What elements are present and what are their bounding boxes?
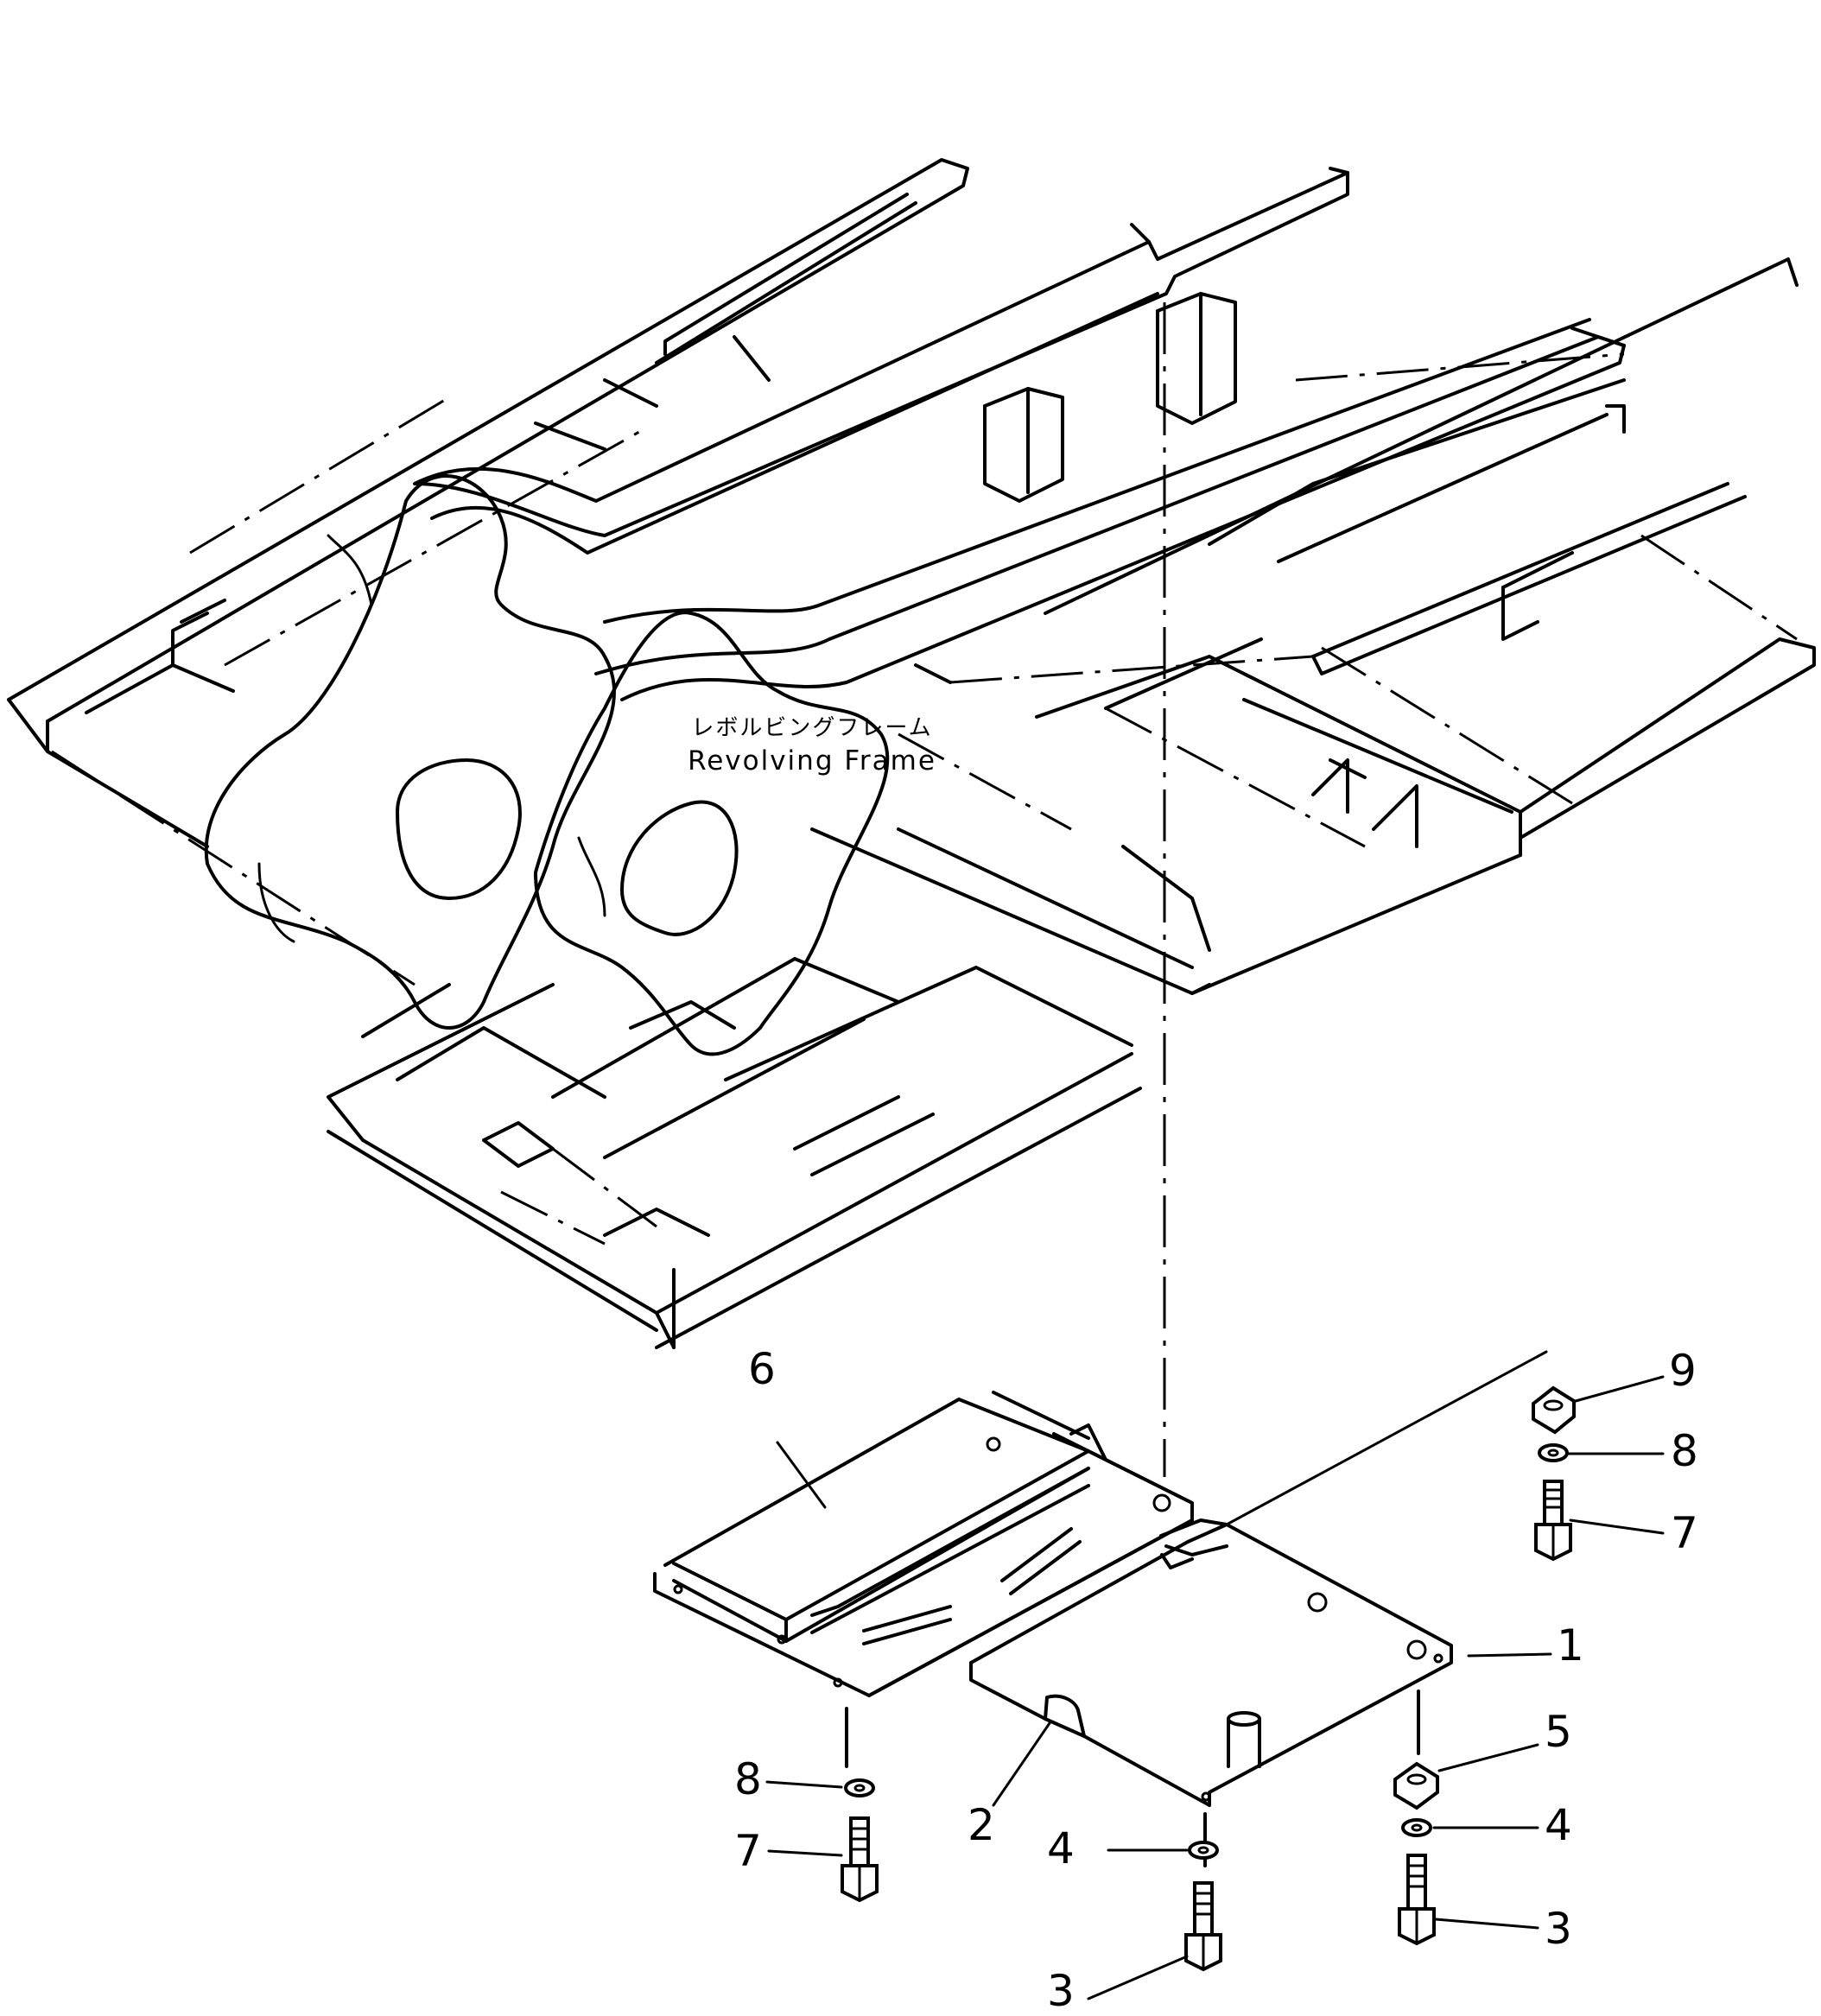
bolt-3-center [1184,1881,1222,1972]
nut-5 [1393,1761,1439,1810]
revolving-frame [7,158,1816,1349]
frame-label-english: Revolving Frame [688,745,936,777]
bolt-7-upper [1534,1480,1572,1562]
callout-8-upper: 8 [1671,1426,1698,1476]
washer-8-left [844,1778,875,1797]
bolt-3-right [1398,1854,1436,1946]
washer-8-upper [1538,1443,1569,1462]
callout-1: 1 [1557,1620,1584,1670]
leader-lines [765,1375,1665,2000]
callout-9: 9 [1669,1346,1697,1396]
washer-4-center [1188,1841,1219,1860]
callout-4-center: 4 [1047,1823,1075,1873]
callout-5: 5 [1545,1707,1572,1757]
callout-7-left: 7 [734,1826,762,1876]
cover-part-6 [653,1391,1194,1768]
callout-6: 6 [748,1344,776,1394]
callout-3-right: 3 [1545,1904,1572,1954]
callout-8-left: 8 [734,1754,762,1804]
callout-7-upper: 7 [1671,1508,1698,1558]
washer-4-right [1401,1818,1432,1837]
frame-label-japanese: レボルビングフレーム [691,715,933,741]
fastener-group-right-lower [1393,1761,1439,1946]
revolving-frame-label: レボルビングフレーム Revolving Frame [665,710,959,777]
fastener-group-left [841,1778,879,1903]
callout-4-right: 4 [1545,1800,1572,1850]
fastener-group-right-upper [1532,1385,1576,1562]
fastener-group-center [1184,1841,1222,1972]
callout-2: 2 [968,1800,995,1850]
bolt-7-left [841,1816,879,1903]
callout-3-center: 3 [1047,1966,1075,2016]
cover-part-1 [969,1350,1548,1867]
